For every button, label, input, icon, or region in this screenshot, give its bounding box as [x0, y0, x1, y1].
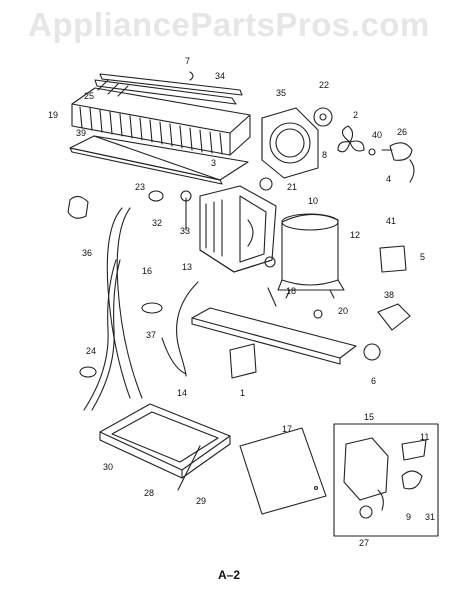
drain-tube — [83, 207, 143, 411]
wire-harness — [161, 281, 199, 377]
callout-14: 14 — [177, 388, 187, 398]
condenser-housing — [185, 185, 277, 273]
access-panel — [239, 427, 327, 515]
callout-8: 8 — [322, 150, 327, 160]
callout-36: 36 — [82, 248, 92, 258]
callout-31: 31 — [425, 512, 435, 522]
small-parts — [67, 177, 411, 378]
callout-11: 11 — [420, 432, 429, 442]
callout-29: 29 — [196, 496, 206, 506]
callout-21: 21 — [287, 182, 297, 192]
callout-6: 6 — [371, 376, 376, 386]
callout-9: 9 — [406, 512, 411, 522]
fan-assembly — [313, 107, 415, 183]
base-rail — [191, 307, 381, 379]
callout-38: 38 — [384, 290, 394, 300]
callout-5: 5 — [420, 252, 425, 262]
callout-27: 27 — [359, 538, 369, 548]
callout-34: 34 — [215, 71, 225, 81]
callout-19: 19 — [48, 110, 58, 120]
callout-17: 17 — [282, 424, 292, 434]
callout-15: 15 — [364, 412, 374, 422]
callout-26: 26 — [397, 127, 407, 137]
callout-41: 41 — [386, 216, 396, 226]
callout-2: 2 — [353, 110, 358, 120]
fan-shroud — [261, 107, 319, 179]
callout-12: 12 — [350, 230, 360, 240]
callout-28: 28 — [144, 488, 154, 498]
callout-33: 33 — [180, 226, 190, 236]
callout-37: 37 — [146, 330, 156, 340]
callout-24: 24 — [86, 346, 96, 356]
callout-3: 3 — [211, 158, 216, 168]
callout-39: 39 — [76, 128, 86, 138]
evaporator-coil — [71, 79, 251, 156]
callout-13: 13 — [182, 262, 192, 272]
callout-30: 30 — [103, 462, 113, 472]
watermark: AppliancePartsPros.com — [28, 6, 430, 43]
drain-pan — [99, 403, 231, 491]
compressor — [264, 213, 345, 299]
drip-tray — [69, 135, 249, 185]
callout-35: 35 — [276, 88, 286, 98]
callout-25: 25 — [84, 91, 94, 101]
callout-labels: 7 34 25 19 39 35 22 2 40 26 3 23 32 33 3… — [48, 56, 435, 548]
callout-22: 22 — [319, 80, 329, 90]
callout-10: 10 — [308, 196, 318, 206]
callout-20: 20 — [338, 306, 348, 316]
callout-32: 32 — [152, 218, 162, 228]
callout-16: 16 — [142, 266, 152, 276]
evaporator-bracket — [94, 71, 243, 105]
page-label: A–2 — [217, 568, 240, 582]
callout-18: 18 — [286, 286, 296, 296]
callout-7: 7 — [185, 56, 190, 66]
callout-40: 40 — [372, 130, 382, 140]
callout-23: 23 — [135, 182, 145, 192]
inset-box — [333, 423, 439, 537]
callout-1: 1 — [240, 388, 245, 398]
callout-4: 4 — [386, 174, 391, 184]
